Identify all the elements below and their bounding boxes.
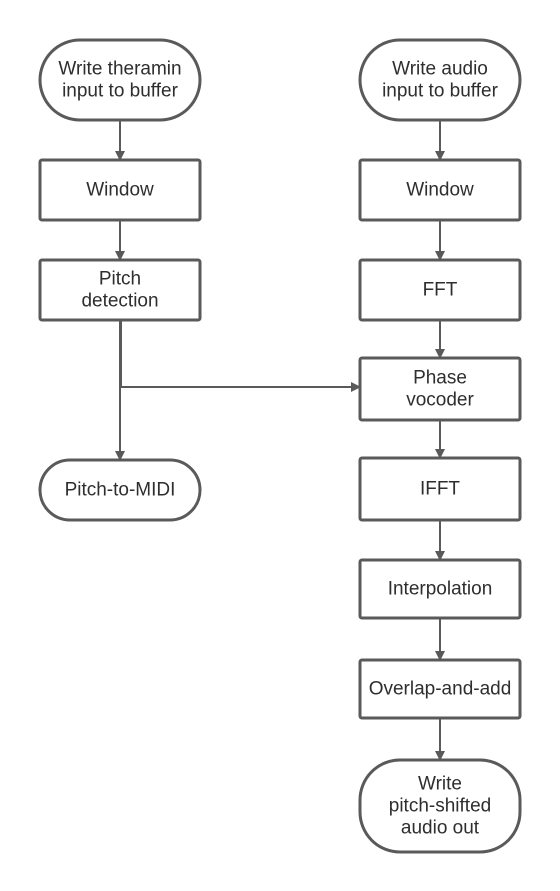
node-label: Write audio: [392, 59, 488, 80]
process-box: [358, 158, 522, 222]
terminal-shape: [358, 758, 522, 854]
node-label: Interpolation: [388, 579, 493, 600]
node-label: Window: [406, 180, 474, 201]
node-label: Pitch-to-MIDI: [65, 480, 176, 501]
node-fft: FFT: [358, 258, 522, 322]
node-window-left: Window: [38, 158, 202, 222]
node-label: Phase: [413, 368, 467, 389]
terminal-shape: [38, 458, 202, 522]
node-label: FFT: [423, 280, 458, 301]
node-label: vocoder: [406, 390, 474, 411]
process-box: [38, 158, 202, 222]
node-label: detection: [81, 291, 158, 312]
node-overlap-and-add: Overlap-and-add: [358, 658, 522, 720]
node-label: IFFT: [420, 479, 460, 500]
process-box: [358, 258, 522, 322]
node-ifft: IFFT: [358, 456, 522, 522]
node-label: Overlap-and-add: [369, 679, 512, 700]
terminal-shape: [358, 38, 522, 122]
node-window-right: Window: [358, 158, 522, 222]
terminal-shape: [38, 38, 202, 122]
process-box: [358, 558, 522, 620]
node-label: Write: [418, 774, 462, 795]
process-box: [358, 658, 522, 720]
node-label: Pitch: [99, 269, 141, 290]
node-pitch-to-midi: Pitch-to-MIDI: [38, 458, 202, 522]
node-label: pitch-shifted: [389, 796, 491, 817]
process-box: [38, 258, 202, 322]
node-label: audio out: [401, 818, 480, 839]
node-label: input to buffer: [62, 81, 179, 102]
arrow-pitch-detection-to-phase-vocoder: [120, 320, 361, 392]
node-label: input to buffer: [382, 81, 499, 102]
process-box: [358, 456, 522, 522]
connectors: [115, 120, 445, 761]
node-label: Window: [86, 180, 154, 201]
process-box: [358, 356, 522, 422]
node-interpolation: Interpolation: [358, 558, 522, 620]
node-label: Write theramin: [58, 59, 181, 80]
